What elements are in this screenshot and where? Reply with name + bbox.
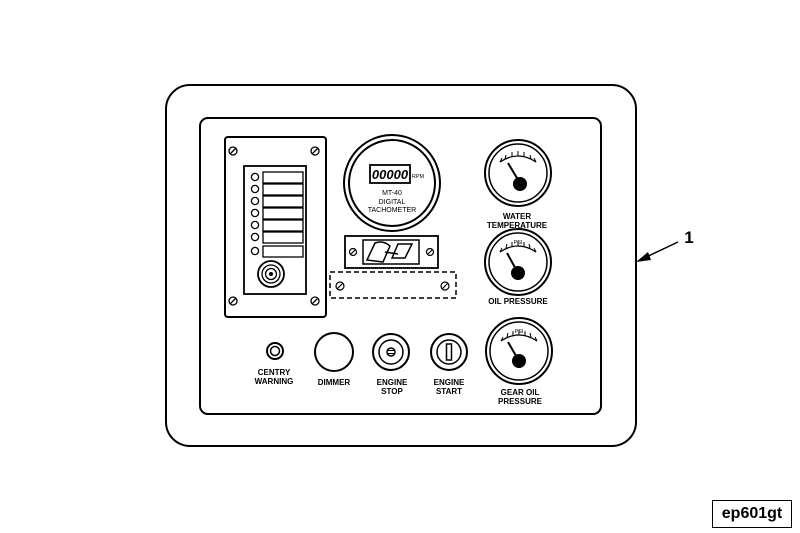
stop-icon [386, 347, 396, 357]
gear-oil-pressure-label-line2: PRESSURE [498, 397, 543, 406]
engine-stop-label-line1: ENGINE [377, 378, 408, 387]
gear-oil-pressure-unit: PSI [515, 329, 524, 335]
centry-warning-label-line1: CENTRY [258, 368, 291, 377]
oil-pressure-gauge: PSI [484, 228, 552, 296]
oil-pressure-unit: PSI [514, 240, 523, 246]
engine-start-button[interactable] [430, 333, 468, 371]
callout-number: 1 [684, 228, 693, 247]
centry-warning-light [266, 342, 284, 360]
engine-start-label-line1: ENGINE [434, 378, 465, 387]
engine-start-label-line2: START [436, 387, 462, 396]
alarm-indicator-lights [250, 171, 304, 258]
logo-plate [344, 235, 439, 269]
water-temperature-label-line2: TEMPERATURE [487, 221, 548, 230]
callout-arrow [636, 241, 679, 262]
tachometer-display [369, 164, 411, 184]
water-temperature-gauge [484, 139, 552, 207]
engine-stop-label-line2: STOP [381, 387, 403, 396]
drawing-code: ep601gt [712, 500, 792, 528]
start-icon [445, 343, 453, 361]
engine-stop-button[interactable] [372, 333, 410, 371]
gear-oil-pressure-label-line1: GEAR OIL [501, 388, 540, 397]
outer-bezel [165, 84, 637, 447]
alarm-buzzer [257, 260, 285, 288]
dashed-plate [329, 271, 457, 299]
tachometer-label-line2: TACHOMETER [368, 207, 416, 214]
gear-oil-pressure-gauge: PSI [485, 317, 553, 385]
dimmer-knob[interactable] [314, 332, 354, 372]
tachometer-readout: 00000 [372, 167, 409, 182]
centry-warning-label-line2: WARNING [255, 377, 294, 386]
tachometer-model: MT-40 [382, 190, 402, 197]
dimmer-label: DIMMER [318, 378, 351, 387]
alarm-module [224, 136, 327, 318]
inner-panel [199, 117, 602, 415]
oil-pressure-label: OIL PRESSURE [488, 297, 548, 306]
tachometer-unit: RPM [412, 174, 425, 180]
digital-tachometer: 00000 RPM MT-40 DIGITAL TACHOMETER [343, 134, 441, 232]
water-temperature-label-line1: WATER [503, 212, 532, 221]
tachometer-label-line1: DIGITAL [379, 199, 406, 206]
drawing-code-text: ep601gt [721, 505, 783, 522]
